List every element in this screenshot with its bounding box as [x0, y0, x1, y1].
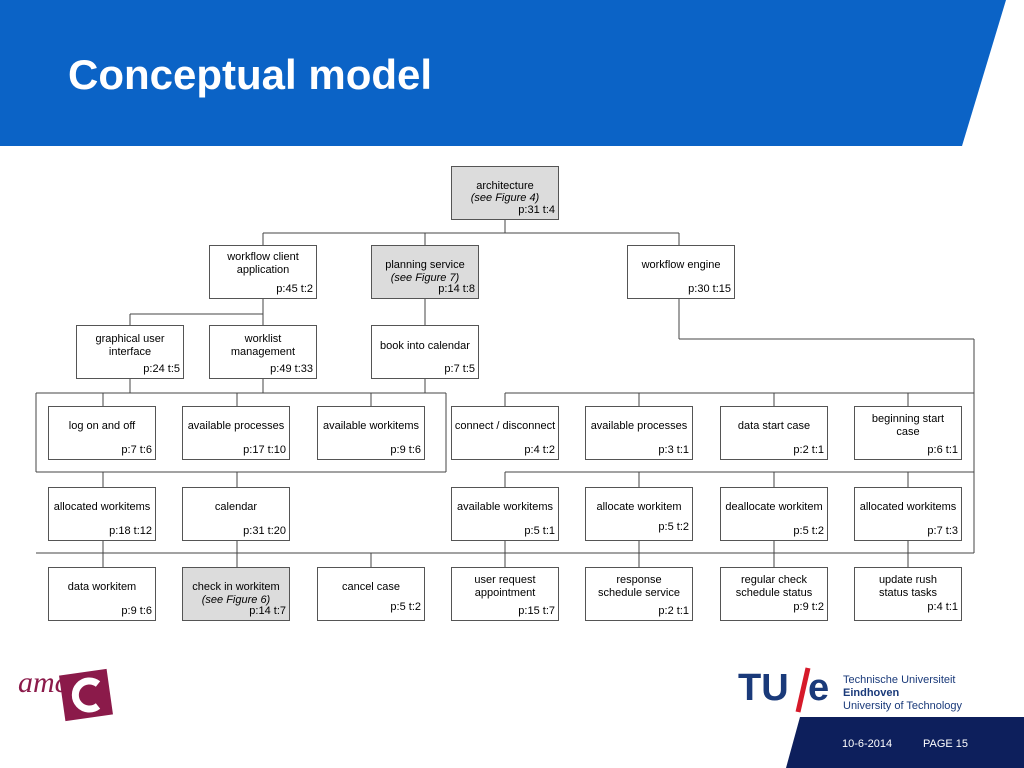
- box-stats: p:4 t:2: [524, 444, 555, 456]
- box-deallocate-workitem: deallocate workitem p:5 t:2: [720, 487, 828, 541]
- box-stats: p:45 t:2: [276, 283, 313, 295]
- box-stats: p:30 t:15: [688, 283, 731, 295]
- box-allocated-workitems-2: allocated workitems p:7 t:3: [854, 487, 962, 541]
- box-label: connect / disconnect: [454, 420, 556, 432]
- box-update-rush-status-tasks: update rush status tasks p:4 t:1: [854, 567, 962, 621]
- box-graphical-user-interface: graphical user interface p:24 t:5: [76, 325, 184, 379]
- box-label: user request appointment: [474, 574, 536, 599]
- box-label: check in workitem: [192, 581, 280, 593]
- box-label: available workitems: [323, 420, 419, 432]
- box-label: update rush status tasks: [878, 574, 938, 599]
- box-stats: p:6 t:1: [927, 444, 958, 456]
- box-available-processes-2: available processes p:3 t:1: [585, 406, 693, 460]
- box-stats: p:31 t:20: [243, 525, 286, 537]
- tue-name-line-3: University of Technology: [843, 700, 963, 712]
- box-beginning-start-case: beginning start case p:6 t:1: [854, 406, 962, 460]
- box-stats: p:7 t:3: [927, 525, 958, 537]
- box-label: data workitem: [67, 581, 137, 593]
- box-label: allocated workitems: [859, 501, 957, 513]
- box-connect-disconnect: connect / disconnect p:4 t:2: [451, 406, 559, 460]
- box-label: worklist management: [230, 333, 296, 358]
- page-title: Conceptual model: [68, 51, 433, 98]
- box-regular-check-schedule-status: regular check schedule status p:9 t:2: [720, 567, 828, 621]
- box-workflow-engine: workflow engine p:30 t:15: [627, 245, 735, 299]
- box-label: regular check schedule status: [735, 574, 813, 599]
- box-stats: p:5 t:2: [658, 521, 689, 533]
- box-allocated-workitems-1: allocated workitems p:18 t:12: [48, 487, 156, 541]
- box-check-in-workitem: check in workitem (see Figure 6) p:14 t:…: [182, 567, 290, 621]
- box-stats: p:7 t:5: [444, 363, 475, 375]
- box-stats: p:3 t:1: [658, 444, 689, 456]
- box-stats: p:31 t:4: [518, 204, 555, 216]
- box-stats: p:2 t:1: [658, 605, 689, 617]
- box-stats: p:14 t:8: [438, 283, 475, 295]
- box-calendar: calendar p:31 t:20: [182, 487, 290, 541]
- box-stats: p:5 t:2: [390, 601, 421, 613]
- box-label: calendar: [214, 501, 258, 513]
- box-stats: p:2 t:1: [793, 444, 824, 456]
- box-label: cancel case: [341, 581, 401, 593]
- box-stats: p:18 t:12: [109, 525, 152, 537]
- tue-name-line-1: Technische Universiteit: [843, 674, 956, 686]
- box-note: (see Figure 7): [390, 272, 460, 284]
- tue-name-line-2: Eindhoven: [843, 687, 900, 699]
- box-note: (see Figure 4): [470, 192, 540, 204]
- box-response-schedule-service: response schedule service p:2 t:1: [585, 567, 693, 621]
- box-label: beginning start case: [871, 413, 945, 438]
- box-book-into-calendar: book into calendar p:7 t:5: [371, 325, 479, 379]
- box-architecture: architecture (see Figure 4) p:31 t:4: [451, 166, 559, 220]
- box-stats: p:9 t:6: [390, 444, 421, 456]
- box-available-workitems-1: available workitems p:9 t:6: [317, 406, 425, 460]
- box-label: architecture: [476, 180, 534, 192]
- box-available-processes-1: available processes p:17 t:10: [182, 406, 290, 460]
- box-label: available processes: [590, 420, 688, 432]
- box-workflow-client-application: workflow client application p:45 t:2: [209, 245, 317, 299]
- box-label: available processes: [187, 420, 285, 432]
- box-label: allocated workitems: [53, 501, 151, 513]
- box-label: log on and off: [68, 420, 136, 432]
- box-cancel-case: cancel case p:5 t:2: [317, 567, 425, 621]
- tue-logo: TU e: [738, 667, 829, 713]
- box-label: book into calendar: [380, 340, 470, 352]
- box-worklist-management: worklist management p:49 t:33: [209, 325, 317, 379]
- box-log-on-and-off: log on and off p:7 t:6: [48, 406, 156, 460]
- box-stats: p:9 t:6: [121, 605, 152, 617]
- box-label: planning service: [385, 259, 465, 271]
- box-note: (see Figure 6): [201, 594, 271, 606]
- header-band: [0, 0, 1006, 146]
- footer-date: 10-6-2014: [842, 738, 893, 750]
- box-label: deallocate workitem: [725, 501, 823, 513]
- box-stats: p:5 t:2: [793, 525, 824, 537]
- svg-text:TU: TU: [738, 667, 789, 709]
- diagram-connectors: [35, 219, 975, 567]
- box-stats: p:15 t:7: [518, 605, 555, 617]
- box-stats: p:5 t:1: [524, 525, 555, 537]
- box-label: graphical user interface: [95, 333, 165, 358]
- amc-logo-text: amc: [18, 666, 68, 699]
- box-user-request-appointment: user request appointment p:15 t:7: [451, 567, 559, 621]
- box-label: workflow client application: [227, 251, 299, 276]
- box-label: response schedule service: [598, 574, 680, 599]
- box-stats: p:14 t:7: [249, 605, 286, 617]
- box-planning-service: planning service (see Figure 7) p:14 t:8: [371, 245, 479, 299]
- box-label: workflow engine: [641, 259, 721, 271]
- box-data-workitem: data workitem p:9 t:6: [48, 567, 156, 621]
- box-stats: p:24 t:5: [143, 363, 180, 375]
- box-data-start-case: data start case p:2 t:1: [720, 406, 828, 460]
- box-label: available workitems: [457, 501, 553, 513]
- box-stats: p:49 t:33: [270, 363, 313, 375]
- box-label: data start case: [737, 420, 811, 432]
- box-stats: p:17 t:10: [243, 444, 286, 456]
- box-allocate-workitem: allocate workitem p:5 t:2: [585, 487, 693, 541]
- box-label: allocate workitem: [596, 501, 682, 513]
- box-stats: p:7 t:6: [121, 444, 152, 456]
- box-stats: p:4 t:1: [927, 601, 958, 613]
- box-stats: p:9 t:2: [793, 601, 824, 613]
- footer-page-number: PAGE 15: [923, 738, 969, 750]
- svg-text:e: e: [808, 667, 829, 709]
- amc-logo: [59, 668, 113, 722]
- box-available-workitems-2: available workitems p:5 t:1: [451, 487, 559, 541]
